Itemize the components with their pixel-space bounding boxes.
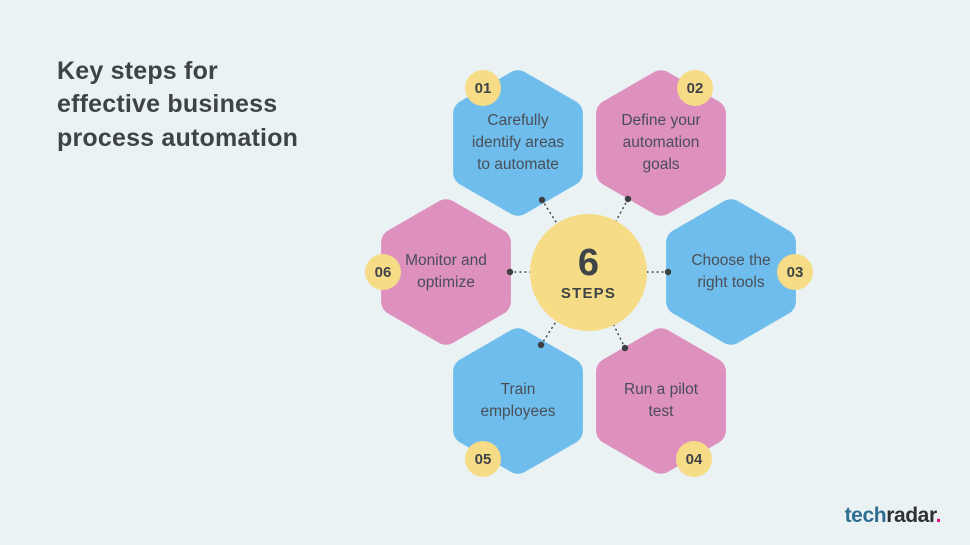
step-label-05: Train employees [480,381,556,420]
connector-dot-step-05 [537,341,545,349]
hexagon-step-02 [596,70,726,216]
step-badge-04: 04 [676,441,712,477]
hexagon-step-04 [596,328,726,474]
connector-dot-step-01 [538,196,546,204]
hexagon-shapes [381,70,796,474]
step-badge-06: 06 [365,254,401,290]
step-badge-05: 05 [465,441,501,477]
page-title: Key steps for effective business process… [57,57,299,152]
center-steps-circle: 6 STEPS [530,214,647,331]
step-badge-03: 03 [777,254,813,290]
hexagon-step-05 [453,328,583,474]
hexagon-step-06 [381,199,511,345]
connector-dot-step-02 [624,195,632,203]
step-label-04: Run a pilot test [623,381,699,420]
step-badge-01: 01 [465,70,501,106]
logo-text-dot: . [935,504,942,527]
hexagon-step-03 [666,199,796,345]
connector-dot-step-04 [621,344,629,352]
logo-text-radar: radar [886,504,936,527]
step-label-02: Define your automation goals [621,112,701,173]
hexagon-step-01 [453,70,583,216]
step-label-03: Choose the right tools [691,252,771,291]
logo-text-tech: tech [844,504,887,527]
step-label-01: Carefully identify areas to automate [471,112,565,173]
step-label-06: Monitor and optimize [405,252,487,291]
connector-line-step-05 [540,271,589,346]
steps-count-label: STEPS [560,284,617,302]
step-badge-02: 02 [677,70,713,106]
connector-dot-step-03 [664,268,672,276]
techradar-logo: techradar. [844,504,942,528]
connector-dot-step-06 [506,268,514,276]
steps-count: 6 [577,241,600,284]
